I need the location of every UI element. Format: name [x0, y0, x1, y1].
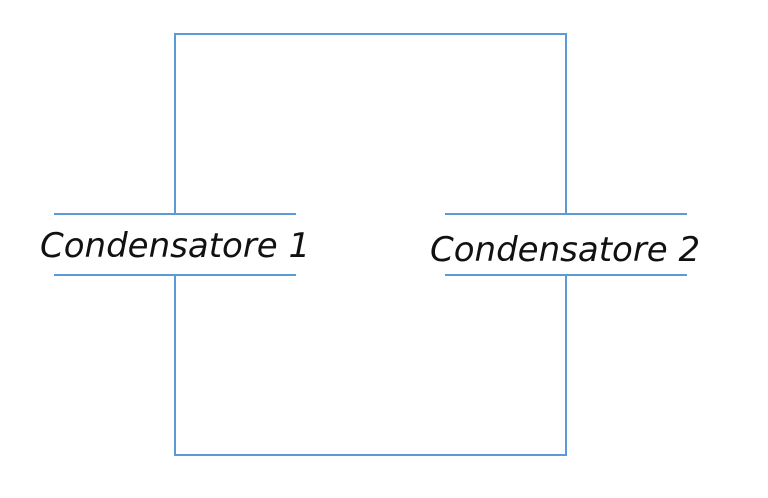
bottom-wire: [174, 275, 567, 456]
capacitor-2-label: Condensatore 2: [430, 230, 701, 270]
capacitor-1-label: Condensatore 1: [40, 226, 311, 266]
top-wire: [174, 33, 567, 214]
